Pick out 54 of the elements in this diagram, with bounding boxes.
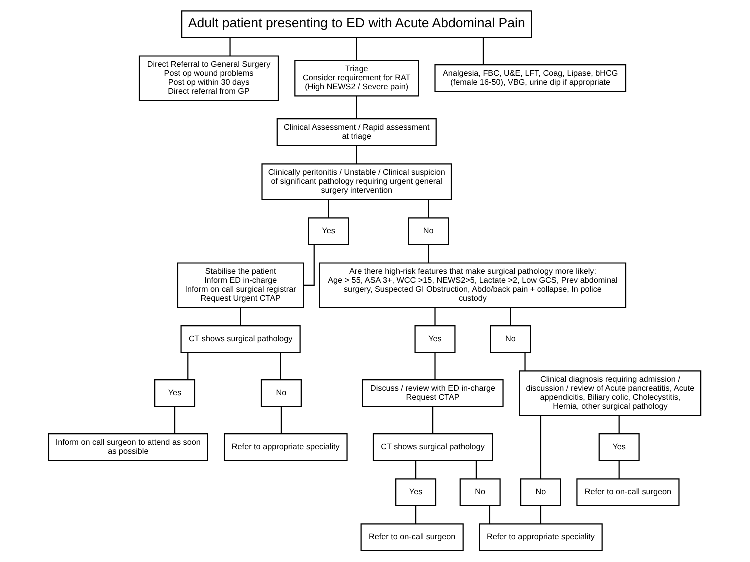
connector	[434, 308, 436, 326]
connector	[618, 416, 620, 434]
node-box: Yes	[414, 326, 456, 354]
connector	[356, 96, 358, 119]
connector	[280, 406, 282, 434]
connector	[280, 352, 282, 380]
connector	[230, 38, 231, 56]
connector	[540, 506, 542, 524]
connector	[524, 352, 526, 372]
connector	[415, 506, 417, 524]
node-box: No	[520, 478, 562, 506]
node-box: Refer to on-call surgeon	[576, 478, 680, 506]
node-box: Refer to on-call surgeon	[360, 524, 464, 552]
connector	[476, 460, 478, 479]
node-box: Analgesia, FBC, U&E, LFT, Coag, Lipase, bHCG (female 16-50), VBG, urine dip if appropriate	[434, 64, 627, 92]
node-box: No	[490, 326, 532, 354]
node-box: Clinical Assessment / Rapid assessment at triage	[276, 118, 437, 146]
connector	[328, 200, 330, 218]
node-box: Yes	[154, 380, 196, 408]
node-box: Clinically peritonitis / Unstable / Clinical suspicion of significant pathology requiring urgent general surgery intervention	[262, 164, 452, 200]
connector	[489, 506, 491, 524]
node-box: Yes	[308, 218, 350, 246]
connector	[356, 38, 358, 61]
connector	[356, 146, 358, 164]
node-box: CT shows surgical pathology	[372, 433, 494, 462]
node-box: No	[260, 380, 302, 408]
connector	[428, 200, 430, 218]
node-box: Triage Consider requirement for RAT (High NEWS2 / Severe pain)	[294, 60, 420, 97]
node-box: Inform on call surgeon to attend as soon as possible	[48, 433, 208, 462]
node-box: Direct Referral to General Surgery Post op wound problems Post op within 30 days Direct referral from GP	[138, 56, 280, 102]
node-box: Are there high-risk features that make surgical pathology more likely: Age > 55, ASA 3+, WCC >15, NEWS2>5, Lactate >2, Low GCS, Prev abdominal surgery, Suspected GI Obstruction, Abdo/back pain + collapse, In police custody	[319, 262, 627, 308]
node-box: Yes	[598, 433, 640, 462]
connector	[482, 38, 484, 66]
connector	[174, 406, 176, 434]
connector	[618, 460, 620, 479]
node-box: Stabilise the patient Inform ED in-charge Inform on call surgical registrar Request Urgent CTAP	[177, 262, 304, 308]
connector	[415, 460, 417, 479]
node-box: CT shows surgical pathology	[180, 326, 301, 354]
node-box: Clinical diagnosis requiring admission / discussion / review of Acute pancreatitis, Acute appendicitis, Biliary colic, Cholecystitis, Hernia, other surgical pathology	[519, 370, 702, 416]
connector	[240, 308, 242, 326]
connector	[434, 352, 436, 380]
node-box: Refer to appropriate speciality	[224, 433, 348, 462]
connector	[432, 406, 434, 434]
connector	[540, 416, 542, 480]
connector	[428, 244, 430, 264]
connector	[188, 352, 189, 380]
node-box: Adult patient presenting to ED with Acute Abdominal Pain	[181, 10, 532, 38]
connector	[510, 308, 512, 326]
node-box: Refer to appropriate speciality	[479, 524, 603, 552]
node-box: Yes	[396, 478, 437, 506]
connector	[304, 244, 315, 286]
node-box: Discuss / review with ED in-charge Request CTAP	[362, 380, 504, 408]
node-box: No	[460, 478, 501, 506]
node-box: No	[408, 218, 450, 246]
